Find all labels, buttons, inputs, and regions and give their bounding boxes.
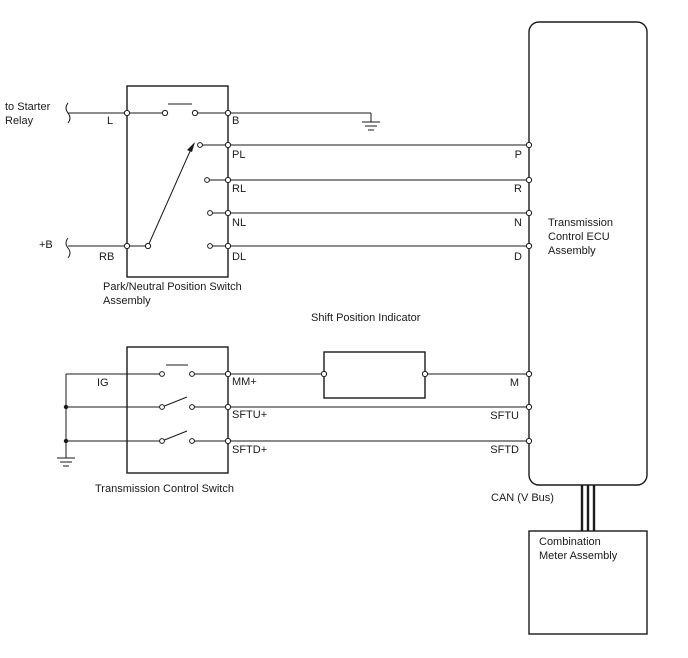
- tcs-terminal-SFTD: [224, 437, 232, 445]
- pin-label-SFTD-plus: SFTD+: [232, 444, 267, 456]
- tcs-contact: [189, 404, 195, 410]
- pin-label-NL: NL: [232, 217, 246, 229]
- tcs-contact: [189, 371, 195, 377]
- pin-label-MM: MM+: [232, 376, 257, 388]
- pin-label-N: N: [514, 217, 522, 229]
- ecu-terminal-SFTU: [525, 403, 533, 411]
- meter-label-line1: Combination: [539, 536, 601, 548]
- pnp-pos-P: [197, 142, 203, 148]
- wiper-arrow-icon: [187, 142, 195, 152]
- pin-label-M: M: [510, 377, 519, 389]
- pnp-pos-D: [207, 243, 213, 249]
- tcs-contact: [189, 438, 195, 444]
- pnp-terminal-RB: [123, 242, 131, 250]
- junction-dot: [63, 438, 69, 444]
- pin-label-SFTD: SFTD: [490, 444, 519, 456]
- junction-dot: [63, 404, 69, 410]
- pnp-pos-R: [204, 177, 210, 183]
- ecu-terminal-R: [525, 176, 533, 184]
- tcs-contact: [159, 438, 165, 444]
- pnp-pos-N: [207, 210, 213, 216]
- starter-circuit: [65, 102, 380, 131]
- pnp-contact-2: [191, 109, 199, 117]
- indicator-terminal-in: [320, 370, 328, 378]
- park-neutral-switch-box: [126, 85, 229, 278]
- ecu-label-line1: Transmission: [548, 217, 613, 229]
- pnp-switch-label-line1: Park/Neutral Position Switch: [103, 281, 242, 293]
- pin-label-L: L: [107, 115, 113, 127]
- pnp-terminal-L: [123, 109, 131, 117]
- combination-meter-box: [528, 530, 648, 635]
- pin-label-SFTU-plus: SFTU+: [232, 409, 267, 421]
- battery-label: +B: [39, 239, 53, 251]
- pin-label-DL: DL: [232, 251, 246, 263]
- pin-label-IG: IG: [97, 377, 109, 389]
- ecu-terminal-N: [525, 209, 533, 217]
- pin-label-RL: RL: [232, 183, 246, 195]
- pnp-wiper-pivot: [144, 242, 152, 250]
- ecu-label-line2: Control ECU: [548, 231, 610, 243]
- can-bus-label: CAN (V Bus): [491, 492, 554, 504]
- ecu-terminal-SFTD: [525, 437, 533, 445]
- pnp-terminal-PL: [224, 141, 232, 149]
- tcs-terminal-SFTU: [224, 403, 232, 411]
- pnp-terminal-RL: [224, 176, 232, 184]
- pin-label-B: B: [232, 115, 239, 127]
- pin-label-SFTU: SFTU: [490, 410, 519, 422]
- pin-label-RB: RB: [99, 251, 114, 263]
- shift-position-indicator-box: [323, 351, 426, 399]
- pin-label-D: D: [514, 251, 522, 263]
- pnp-terminal-B: [224, 109, 232, 117]
- position-circuits: [65, 142, 529, 259]
- ecu-terminal-P: [525, 141, 533, 149]
- ecu-terminal-D: [525, 242, 533, 250]
- ecu-label-line3: Assembly: [548, 245, 596, 257]
- tcs-terminal-MM: [224, 370, 232, 378]
- connector-symbol-battery: [65, 237, 71, 259]
- indicator-terminal-out: [421, 370, 429, 378]
- pnp-switch-label-line2: Assembly: [103, 295, 151, 307]
- meter-label-line2: Meter Assembly: [539, 550, 618, 562]
- can-bus: [580, 485, 596, 531]
- starter-label-line1: to Starter: [5, 101, 51, 113]
- tcs-contact: [159, 404, 165, 410]
- tcs-circuits: [57, 364, 529, 467]
- pnp-contact-1: [161, 109, 169, 117]
- shift-indicator-label: Shift Position Indicator: [311, 312, 421, 324]
- pin-label-P: P: [515, 149, 522, 161]
- tcs-contact: [159, 371, 165, 377]
- transmission-control-switch-box: [126, 346, 229, 474]
- pin-label-R: R: [514, 183, 522, 195]
- pnp-terminal-NL: [224, 209, 232, 217]
- starter-label-line2: Relay: [5, 115, 34, 127]
- ecu-terminal-M: [525, 370, 533, 378]
- pin-label-PL: PL: [232, 149, 245, 161]
- tcs-label: Transmission Control Switch: [95, 483, 234, 495]
- pnp-terminal-DL: [224, 242, 232, 250]
